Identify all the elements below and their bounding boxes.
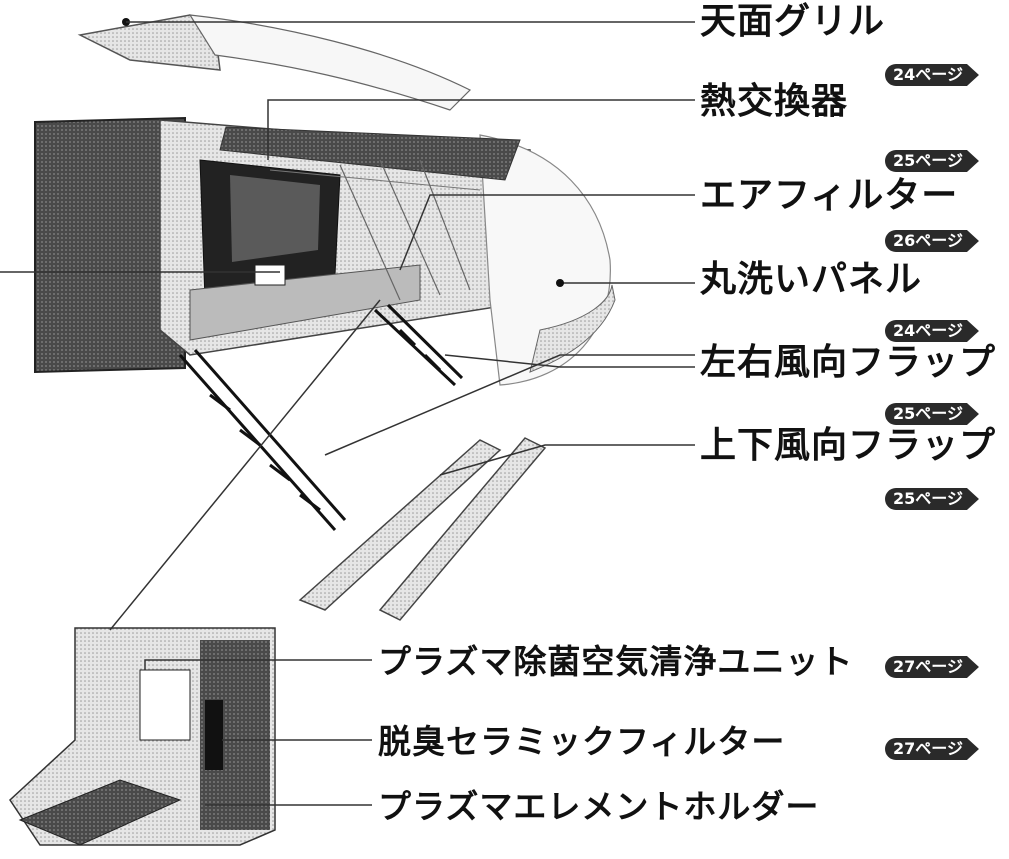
page-ref-air-filter[interactable]: 26ページ [885, 230, 979, 252]
label-plasma-holder: プラズマエレメントホルダー [378, 787, 820, 826]
label-lr-flap: 左右風向フラップ [700, 342, 997, 383]
page-ref-ud-flap[interactable]: 25ページ [885, 488, 979, 510]
leader-lines [0, 21, 695, 806]
indoor-unit-body [34, 116, 616, 386]
label-heat-exchanger: 熱交換器 [700, 81, 849, 122]
page-ref-heat-exchanger[interactable]: 25ページ [885, 150, 979, 172]
label-air-filter: エアフィルター [700, 175, 959, 216]
ud-flap-illustration [298, 437, 547, 621]
label-deodorizing-filter: 脱臭セラミックフィルター [378, 722, 786, 761]
page-ref-top-grill[interactable]: 24ページ [885, 64, 979, 86]
label-top-grill: 天面グリル [700, 1, 886, 42]
page-ref-plasma-unit[interactable]: 27ページ [885, 656, 979, 678]
label-ud-flap: 上下風向フラップ [700, 425, 997, 466]
page-ref-deodorizing-filter[interactable]: 27ページ [885, 738, 979, 760]
label-washable-panel: 丸洗いパネル [700, 259, 923, 300]
page-ref-lr-flap[interactable]: 25ページ [885, 403, 979, 425]
top-grill-illustration [77, 14, 472, 111]
detail-inset-illustration [9, 627, 276, 846]
page-ref-washable-panel[interactable]: 24ページ [885, 320, 979, 342]
label-plasma-unit: プラズマ除菌空気清浄ユニット [378, 642, 854, 681]
